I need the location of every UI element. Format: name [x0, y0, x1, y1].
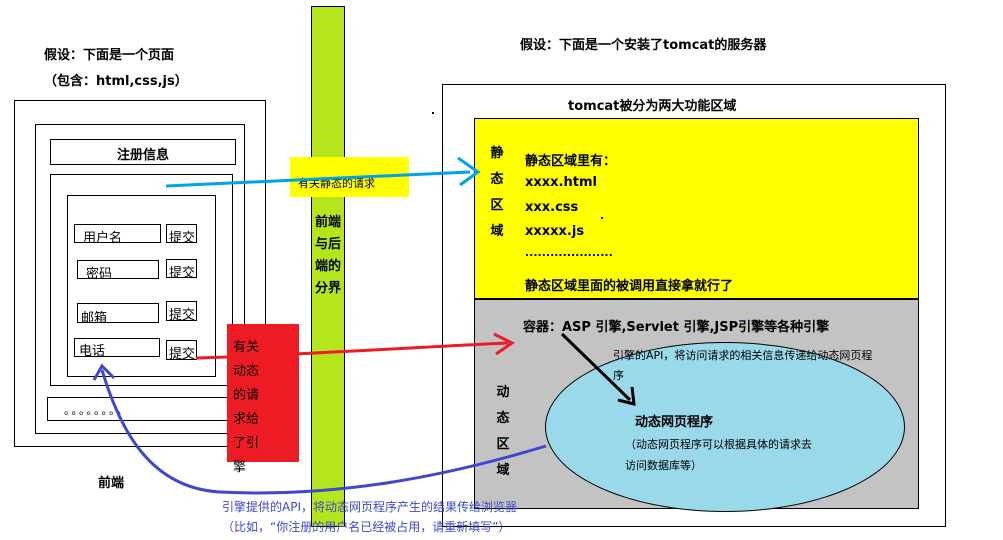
divider-text: 前端与后端的分界 [314, 215, 341, 296]
static-zone-heading: 静态区域里有： [525, 154, 617, 169]
frontend-subtitle: （包含：html,css,js） [44, 74, 188, 89]
engine-api-note: 引擎的API，将访问请求的相关信息传递给动态网页程序 [613, 349, 873, 382]
static-zone: 静态区域 静态区域里有： xxxx.html xxx.css xxxxx.js … [474, 118, 919, 299]
password-label: 密码 [86, 267, 113, 282]
dynamic-request-box: 有关动态的请求给了引擎 [227, 324, 299, 475]
dynamic-zone: 动态区域 容器：ASP 引擎,Servlet 引擎,JSP引擎等各种引擎 引擎的… [474, 299, 919, 512]
static-file-more: ..................... [525, 246, 613, 259]
static-file-css: xxx.css [525, 200, 579, 215]
register-title-box: 注册信息 [50, 139, 236, 165]
submit-label: 提交 [169, 308, 196, 323]
frontend-title: 假设：下面是一个页面 [44, 48, 175, 63]
frontend-caption: 前端 [98, 476, 125, 491]
static-request-label: 有关静态的请求 [298, 177, 375, 190]
frontend-backend-divider: 前端与后端的分界 [311, 6, 345, 527]
server-title: 假设：下面是一个安装了tomcat的服务器 [520, 38, 767, 53]
email-submit-button[interactable]: 提交 [166, 301, 197, 323]
password-submit-button[interactable]: 提交 [166, 259, 197, 281]
dynamic-request-label: 有关动态的请求给了引擎 [233, 340, 260, 475]
dots-text: 。。。。。。。。 [64, 404, 130, 417]
phone-field[interactable]: 电话 [74, 338, 160, 359]
username-submit-button[interactable]: 提交 [166, 224, 197, 246]
dynamic-program-desc: （动态网页程序可以根据具体的请求去访问数据库等） [625, 438, 812, 472]
tomcat-subtitle: tomcat被分为两大功能区域 [568, 99, 737, 114]
password-field[interactable]: 密码 [77, 260, 159, 282]
submit-label: 提交 [169, 266, 196, 281]
email-field[interactable]: 邮箱 [77, 303, 159, 326]
static-file-html: xxxx.html [525, 175, 597, 190]
phone-label: 电话 [79, 344, 106, 359]
dots-bar: 。。。。。。。。 [47, 397, 237, 421]
static-zone-note: 静态区域里面的被调用直接拿就行了 [525, 279, 734, 294]
register-title: 注册信息 [116, 148, 169, 163]
response-note-line1: 引擎提供的API，将动态网页程序产生的结果传给浏览器 [222, 500, 517, 514]
username-field[interactable]: 用户名 [74, 224, 161, 246]
stray-dot [432, 112, 434, 114]
static-file-js: xxxxx.js [525, 224, 585, 239]
submit-label: 提交 [169, 231, 196, 246]
phone-submit-button[interactable]: 提交 [166, 340, 197, 362]
email-label: 邮箱 [81, 311, 108, 326]
dynamic-program-title: 动态网页程序 [635, 415, 714, 430]
stray-dot [601, 217, 603, 219]
dynamic-zone-side-label: 动态区域 [496, 385, 510, 478]
container-label: 容器：ASP 引擎,Servlet 引擎,JSP引擎等各种引擎 [523, 320, 830, 335]
response-note-line2: （比如，“你注册的用户名已经被占用，请重新填写”） [222, 520, 511, 534]
username-label: 用户名 [83, 231, 123, 246]
static-zone-side-label: 静态区域 [490, 146, 504, 239]
static-request-box: 有关静态的请求 [290, 157, 409, 197]
submit-label: 提交 [169, 347, 196, 362]
